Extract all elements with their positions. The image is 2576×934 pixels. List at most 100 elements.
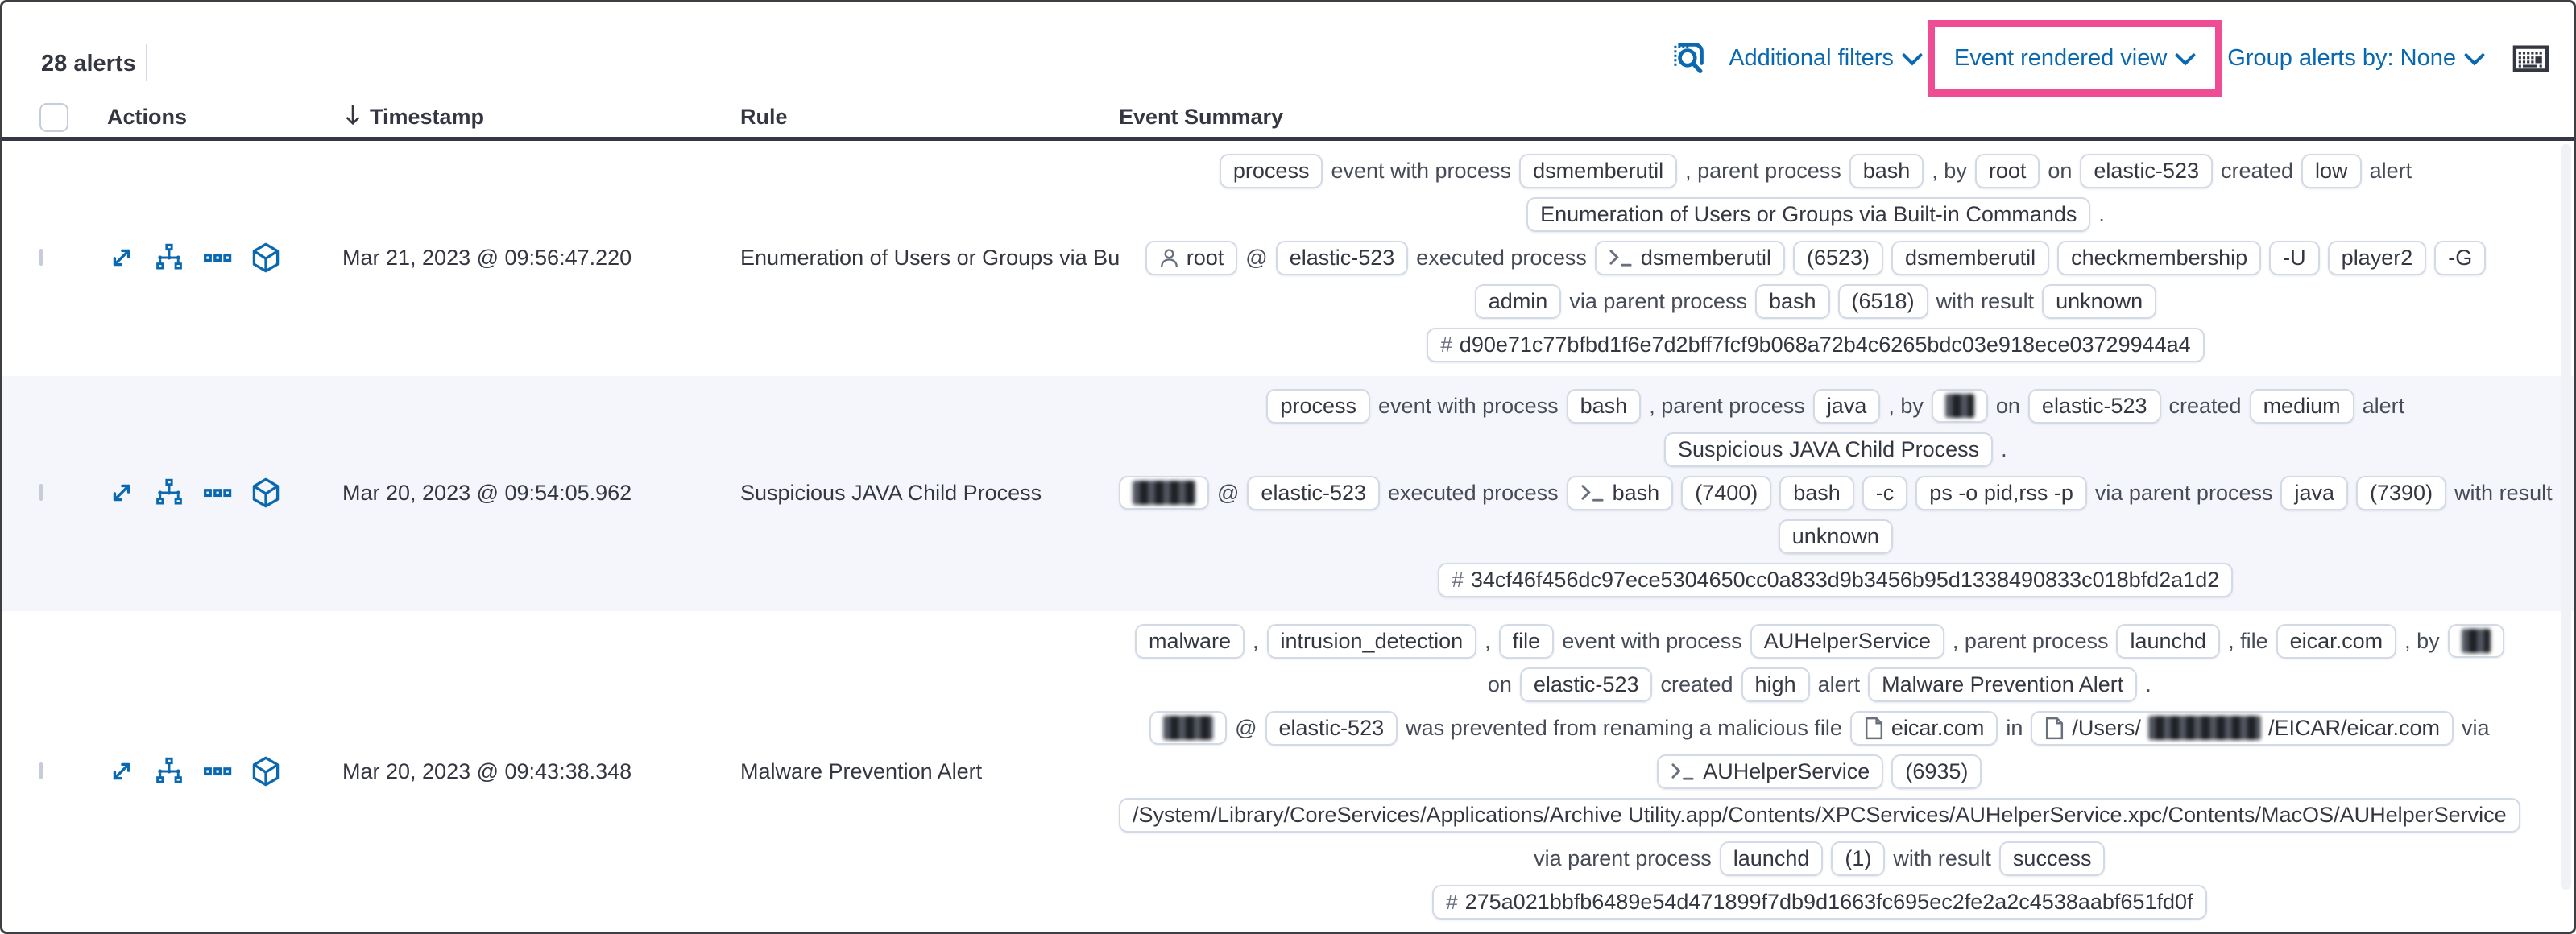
field-badge-text: /System/Library/CoreServices/Application… (1133, 802, 2507, 827)
field-badge[interactable]: launchd (2116, 623, 2221, 659)
investigate-in-timeline-icon[interactable] (251, 755, 281, 787)
field-badge[interactable]: process (1266, 388, 1371, 424)
expand-alert-icon[interactable] (107, 243, 136, 272)
field-badge[interactable]: dsmemberutil (1891, 240, 2050, 275)
field-badge[interactable]: launchd (1719, 841, 1824, 876)
field-badge[interactable]: (6523) (1792, 240, 1884, 275)
field-badge[interactable]: elastic-523 (1519, 667, 1653, 702)
field-badge[interactable]: Enumeration of Users or Groups via Built… (1526, 196, 2091, 232)
field-badge[interactable]: medium (2249, 388, 2354, 424)
field-badge-text: eicar.com (1891, 715, 1985, 740)
field-badge[interactable]: process (1219, 153, 1323, 188)
field-badge[interactable]: success (1998, 841, 2106, 876)
field-badge[interactable]: #275a021bbfb6489e54d471899f7db9d1663fc69… (1432, 884, 2207, 920)
field-badge[interactable]: root (1974, 153, 2040, 188)
field-badge[interactable]: high (1741, 667, 1810, 702)
row-rule-name[interactable]: Enumeration of Users or Groups via Bui (740, 245, 1119, 270)
field-badge[interactable]: elastic-523 (1275, 240, 1409, 275)
field-badge[interactable]: unknown (1778, 519, 1893, 554)
field-badge[interactable]: ps -o pid,rss -p (1915, 475, 2087, 510)
expand-alert-icon[interactable] (107, 757, 136, 786)
field-badge[interactable]: unknown (2042, 283, 2157, 319)
investigate-in-timeline-icon[interactable] (251, 242, 281, 274)
field-badge[interactable]: root (1145, 240, 1238, 275)
field-badge[interactable]: malware (1134, 623, 1245, 659)
field-badge[interactable]: file (1498, 623, 1555, 659)
event-summary-line: #d90e71c77bfbd1f6e7d2bff7fcf9b068a72b4c6… (1119, 324, 2512, 365)
keyboard-icon[interactable] (2512, 43, 2549, 75)
field-badge[interactable]: player2 (2327, 240, 2427, 275)
field-badge[interactable]: low (2301, 153, 2362, 188)
more-actions-icon[interactable] (202, 757, 233, 786)
field-badge[interactable]: bash (1566, 388, 1642, 424)
field-badge[interactable]: java (2280, 475, 2349, 510)
more-actions-icon[interactable] (202, 243, 233, 272)
row-rule-name[interactable]: Malware Prevention Alert (740, 758, 983, 783)
field-badge[interactable]: intrusion_detection (1266, 623, 1477, 659)
alerts-table: Actions Timestamp Rule Event Summary Mar… (2, 97, 2574, 932)
expand-alert-icon[interactable] (107, 478, 136, 507)
summary-text: , by (1888, 393, 1924, 418)
redacted-text (1163, 716, 1214, 740)
additional-filters-button[interactable]: Additional filters (1729, 43, 1923, 73)
field-badge[interactable]: -c (1862, 475, 1908, 510)
row-checkbox[interactable] (39, 762, 43, 779)
more-actions-icon[interactable] (202, 478, 233, 507)
analyze-event-icon[interactable] (154, 478, 184, 507)
field-badge[interactable]: checkmembership (2057, 240, 2262, 275)
field-badge[interactable]: eicar.com (1849, 710, 1998, 746)
field-badge[interactable]: elastic-523 (1265, 710, 1398, 746)
field-badge[interactable]: (7390) (2356, 475, 2447, 510)
field-badge[interactable]: bash (1779, 475, 1854, 510)
field-badge[interactable] (1931, 389, 1988, 423)
select-all-checkbox[interactable] (39, 102, 68, 132)
field-badge[interactable]: -U (2269, 240, 2320, 275)
field-badge[interactable]: AUHelperService (1657, 754, 1884, 789)
row-checkbox[interactable] (39, 484, 43, 501)
chevron-down-icon (1902, 47, 1923, 73)
field-badge[interactable] (1119, 476, 1209, 510)
field-badge[interactable]: /System/Library/CoreServices/Application… (1119, 797, 2520, 833)
field-badge-text: medium (2263, 393, 2341, 418)
column-header-actions: Actions (107, 105, 188, 129)
field-badge[interactable] (2447, 624, 2504, 658)
field-badge[interactable]: java (1812, 388, 1881, 424)
field-badge-text: ps -o pid,rss -p (1929, 480, 2073, 505)
vertical-scrollbar[interactable] (2561, 144, 2571, 890)
field-badge[interactable]: elastic-523 (1247, 475, 1380, 510)
field-badge[interactable]: bash (1754, 283, 1830, 319)
field-badge[interactable]: elastic-523 (2027, 388, 2161, 424)
field-badge[interactable]: -G (2434, 240, 2487, 275)
field-badge[interactable]: #34cf46f456dc97ece5304650cc0a833d9b3456b… (1438, 562, 2234, 597)
analyze-event-icon[interactable] (154, 757, 184, 786)
analyze-event-icon[interactable] (154, 243, 184, 272)
row-checkbox[interactable] (39, 249, 43, 266)
field-badge[interactable]: Suspicious JAVA Child Process (1663, 432, 1994, 467)
field-badge[interactable]: bash (1566, 475, 1674, 510)
field-badge[interactable]: (7400) (1681, 475, 1772, 510)
inspect-icon[interactable] (1671, 39, 1706, 78)
summary-text: was prevented from renaming a malicious … (1406, 715, 1842, 740)
field-badge[interactable]: bash (1849, 153, 1924, 188)
group-alerts-button[interactable]: Group alerts by: None (2227, 43, 2485, 73)
field-badge[interactable]: dsmemberutil (1594, 240, 1785, 275)
row-rule-name[interactable]: Suspicious JAVA Child Process (740, 480, 1042, 505)
field-badge[interactable]: (6935) (1891, 754, 1982, 789)
field-badge[interactable]: (1) (1831, 841, 1886, 876)
field-badge[interactable]: /Users//EICAR/eicar.com (2031, 710, 2454, 746)
redacted-text (2147, 716, 2261, 740)
summary-text: created (1660, 672, 1733, 696)
field-badge[interactable]: #d90e71c77bfbd1f6e7d2bff7fcf9b068a72b4c6… (1427, 327, 2205, 362)
field-badge[interactable]: (6518) (1837, 283, 1928, 319)
column-header-timestamp[interactable]: Timestamp (342, 102, 740, 132)
investigate-in-timeline-icon[interactable] (251, 477, 281, 509)
field-badge[interactable]: admin (1474, 283, 1562, 319)
field-badge[interactable]: Malware Prevention Alert (1868, 667, 2138, 702)
field-badge[interactable]: dsmemberutil (1519, 153, 1678, 188)
field-badge[interactable]: AUHelperService (1750, 623, 1944, 659)
view-selector-button[interactable]: Event rendered view (1954, 43, 2196, 73)
field-badge[interactable]: elastic-523 (2080, 153, 2213, 188)
field-badge[interactable] (1149, 711, 1228, 745)
field-badge-text: 34cf46f456dc97ece5304650cc0a833d9b3456b9… (1470, 567, 2220, 592)
field-badge[interactable]: eicar.com (2276, 623, 2397, 659)
